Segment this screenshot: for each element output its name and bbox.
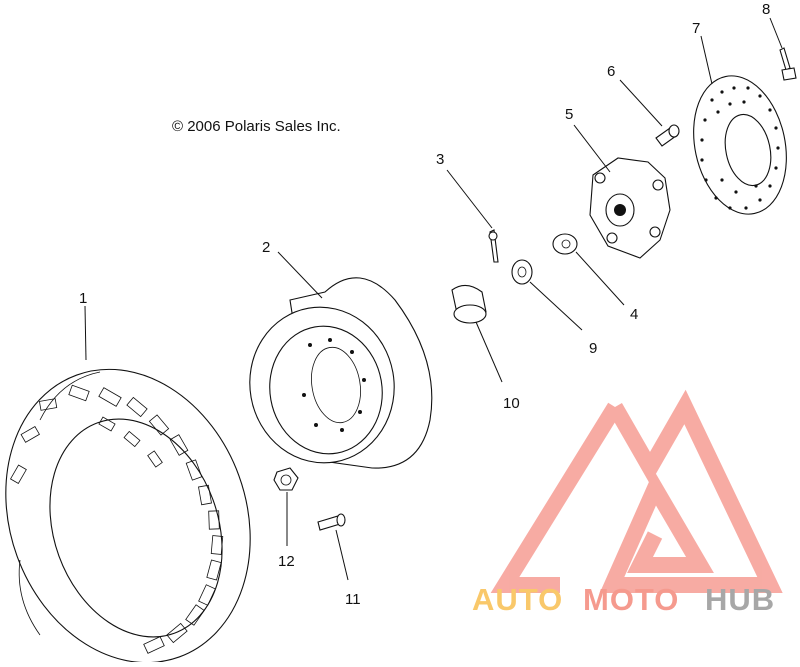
wheel-hub <box>589 157 671 259</box>
callout-12: 12 <box>278 553 295 570</box>
callout-1: 1 <box>79 290 87 307</box>
watermark-moto: MOTO <box>583 582 679 617</box>
callout-9: 9 <box>589 340 597 357</box>
callout-4: 4 <box>630 306 638 323</box>
callout-7: 7 <box>692 20 700 37</box>
automotohub-watermark: AUTO MOTO HUB <box>472 582 775 617</box>
callout-6: 6 <box>607 63 615 80</box>
automotohub-logo-mark <box>490 389 783 593</box>
callout-3: 3 <box>436 151 444 168</box>
callout-2: 2 <box>262 239 270 256</box>
wheel-bolt <box>317 513 346 531</box>
watermark-auto: AUTO <box>472 582 563 617</box>
copyright-notice: © 2006 Polaris Sales Inc. <box>172 118 341 135</box>
disc-bolt <box>779 47 797 81</box>
leader-lines <box>84 17 783 581</box>
lug-nut <box>273 467 299 491</box>
cotter-pin <box>488 229 499 263</box>
callout-8: 8 <box>762 1 770 18</box>
washer <box>552 233 578 255</box>
castle-nut <box>511 259 533 285</box>
wheel-rim <box>249 277 433 469</box>
wheel-stud <box>655 124 680 147</box>
tire <box>5 368 251 664</box>
callout-10: 10 <box>503 395 520 412</box>
watermark-hub: HUB <box>705 582 775 617</box>
callout-11: 11 <box>345 591 361 608</box>
hub-cap <box>451 284 487 324</box>
brake-disc <box>693 75 787 215</box>
callout-5: 5 <box>565 106 573 123</box>
callout-numbers: 1 2 3 4 5 6 7 8 9 10 11 12 <box>79 1 770 608</box>
